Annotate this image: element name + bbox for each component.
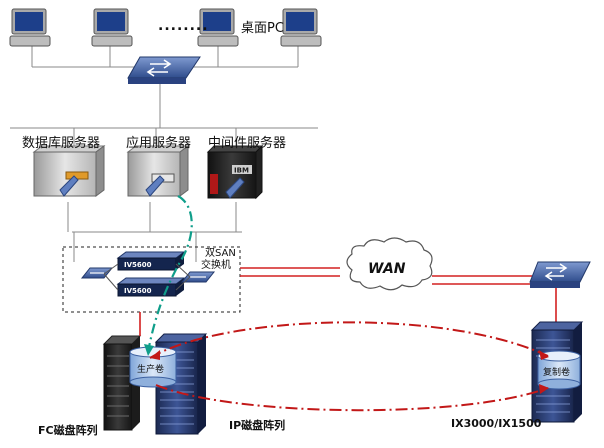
database-server-icon (32, 145, 106, 197)
ip-array-label: IP磁盘阵列 (229, 419, 286, 432)
remote-array-label: IX3000/IX1500 (451, 417, 542, 430)
wan-cloud (346, 237, 433, 291)
wan-label: WAN (368, 261, 406, 277)
san-label-line1: 双SAN (205, 248, 236, 259)
replication-arrowheads (150, 350, 549, 394)
san-hub-left-icon (80, 267, 114, 279)
application-server-icon (126, 145, 190, 197)
desktop-pc-3 (197, 8, 239, 47)
lan-lines (10, 45, 318, 262)
replica-volume-label: 复制卷 (543, 366, 570, 378)
middleware-server-icon: IBM (206, 144, 264, 200)
san-internal-links (103, 263, 191, 291)
replica-volume-icon: 复制卷 (537, 350, 581, 390)
remote-switch-icon (529, 261, 591, 288)
desktop-ellipsis: ........ (158, 18, 209, 34)
wan-links (240, 267, 532, 285)
san-switch-bottom-model: IV5600 (124, 287, 152, 295)
production-volume-icon: 生产卷 (129, 346, 177, 388)
lan-switch-icon (127, 56, 201, 84)
san-label-line2: 交换机 (201, 260, 231, 271)
san-switch-top-model: IV5600 (124, 261, 152, 269)
application-server-label: 应用服务器 (126, 136, 192, 151)
san-switch-group (62, 246, 241, 313)
desktop-pc-label: 桌面PC (241, 21, 284, 36)
san-hub-right-icon (180, 271, 216, 283)
desktop-pc-2 (91, 8, 133, 47)
fc-array-label: FC磁盘阵列 (38, 424, 98, 437)
data-flow-arrowhead (144, 344, 154, 356)
desktop-pc-4 (280, 8, 322, 47)
ibm-logo: IBM (234, 167, 249, 175)
database-server-label: 数据库服务器 (22, 136, 101, 151)
san-switch-top: IV5600 (116, 251, 186, 271)
data-flow-path (146, 195, 193, 353)
san-switch-bottom: IV5600 (116, 277, 186, 297)
replication-arrows (149, 321, 549, 412)
desktop-pc-1 (9, 8, 51, 47)
production-volume-label: 生产卷 (137, 363, 164, 375)
middleware-server-label: 中间件服务器 (208, 136, 287, 151)
